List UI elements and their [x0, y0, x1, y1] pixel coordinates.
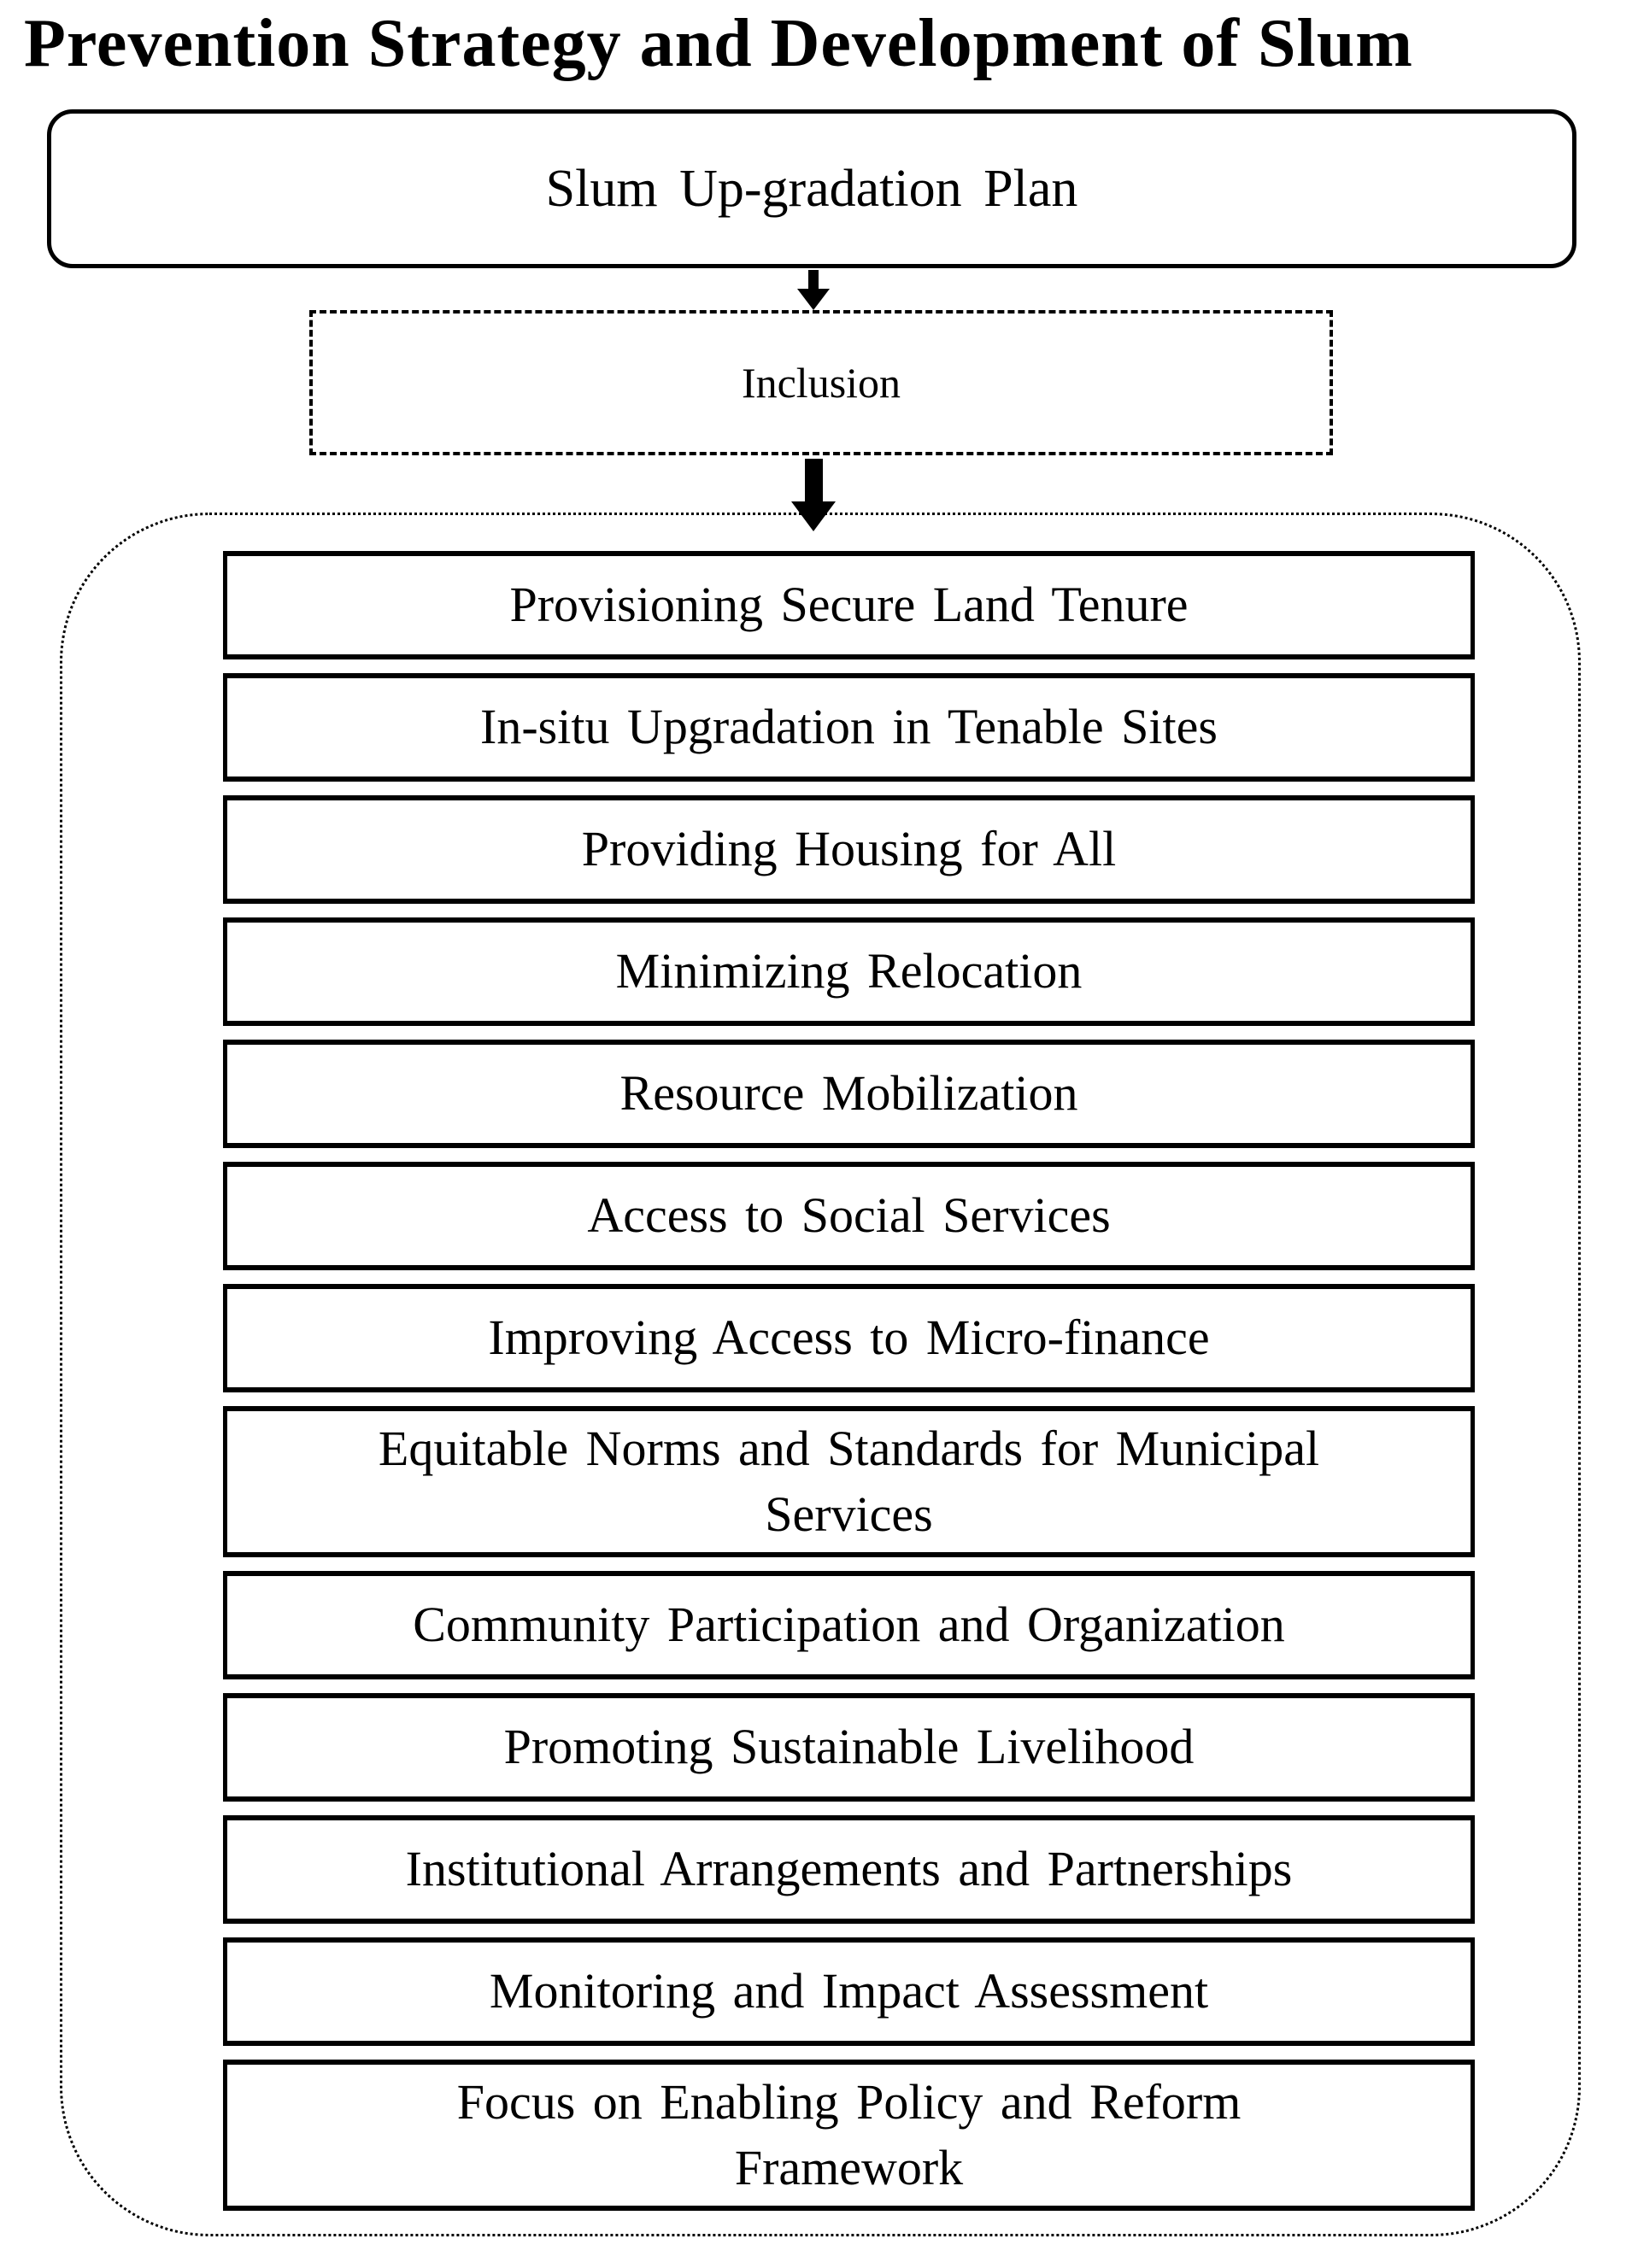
strategy-label: Community Participation and Organization	[413, 1597, 1285, 1653]
strategy-label: Institutional Arrangements and Partnersh…	[405, 1841, 1293, 1897]
slum-upgradation-plan-label: Slum Up-gradation Plan	[545, 159, 1078, 218]
strategy-label: Monitoring and Impact Assessment	[489, 1963, 1209, 2019]
arrow-shaft	[804, 459, 823, 501]
strategy-box: Providing Housing for All	[223, 795, 1475, 904]
strategy-label: In-situ Upgradation in Tenable Sites	[480, 699, 1218, 755]
strategy-box: In-situ Upgradation in Tenable Sites	[223, 673, 1475, 782]
down-arrow-icon	[797, 270, 830, 310]
strategy-box: Promoting Sustainable Livelihood	[223, 1693, 1475, 1802]
page-title: Prevention Strategy and Development of S…	[24, 6, 1413, 81]
strategy-label: Improving Access to Micro-finance	[488, 1310, 1210, 1366]
strategy-label: Minimizing Relocation	[615, 943, 1083, 999]
slum-upgradation-plan-node: Slum Up-gradation Plan	[47, 109, 1576, 268]
inclusion-node: Inclusion	[309, 310, 1333, 455]
strategy-label: Resource Mobilization	[619, 1065, 1078, 1122]
strategy-box: Provisioning Secure Land Tenure	[223, 551, 1475, 659]
inclusion-label: Inclusion	[741, 359, 901, 407]
strategy-box: Minimizing Relocation	[223, 917, 1475, 1026]
strategy-box: Monitoring and Impact Assessment	[223, 1937, 1475, 2047]
strategy-box: Equitable Norms and Standards for Munici…	[223, 1406, 1475, 1558]
arrow-head	[797, 289, 830, 310]
strategy-label: Access to Social Services	[587, 1187, 1111, 1244]
strategy-label: Providing Housing for All	[581, 821, 1117, 877]
strategy-label: Equitable Norms and Standards for Munici…	[378, 1421, 1320, 1542]
arrow-shaft	[808, 270, 819, 289]
down-arrow-icon	[791, 459, 836, 531]
arrow-head	[791, 501, 836, 531]
strategy-box: Focus on Enabling Policy and Reform Fram…	[223, 2060, 1475, 2212]
strategy-box: Institutional Arrangements and Partnersh…	[223, 1815, 1475, 1925]
strategy-box: Resource Mobilization	[223, 1040, 1475, 1148]
strategy-box: Community Participation and Organization	[223, 1571, 1475, 1680]
strategy-box: Improving Access to Micro-finance	[223, 1284, 1475, 1392]
strategy-label: Promoting Sustainable Livelihood	[503, 1719, 1195, 1775]
strategies-group: Provisioning Secure Land Tenure In-situ …	[60, 513, 1581, 2236]
strategy-label: Focus on Enabling Policy and Reform Fram…	[456, 2074, 1242, 2195]
strategy-box: Access to Social Services	[223, 1162, 1475, 1270]
strategy-label: Provisioning Secure Land Tenure	[509, 577, 1189, 633]
